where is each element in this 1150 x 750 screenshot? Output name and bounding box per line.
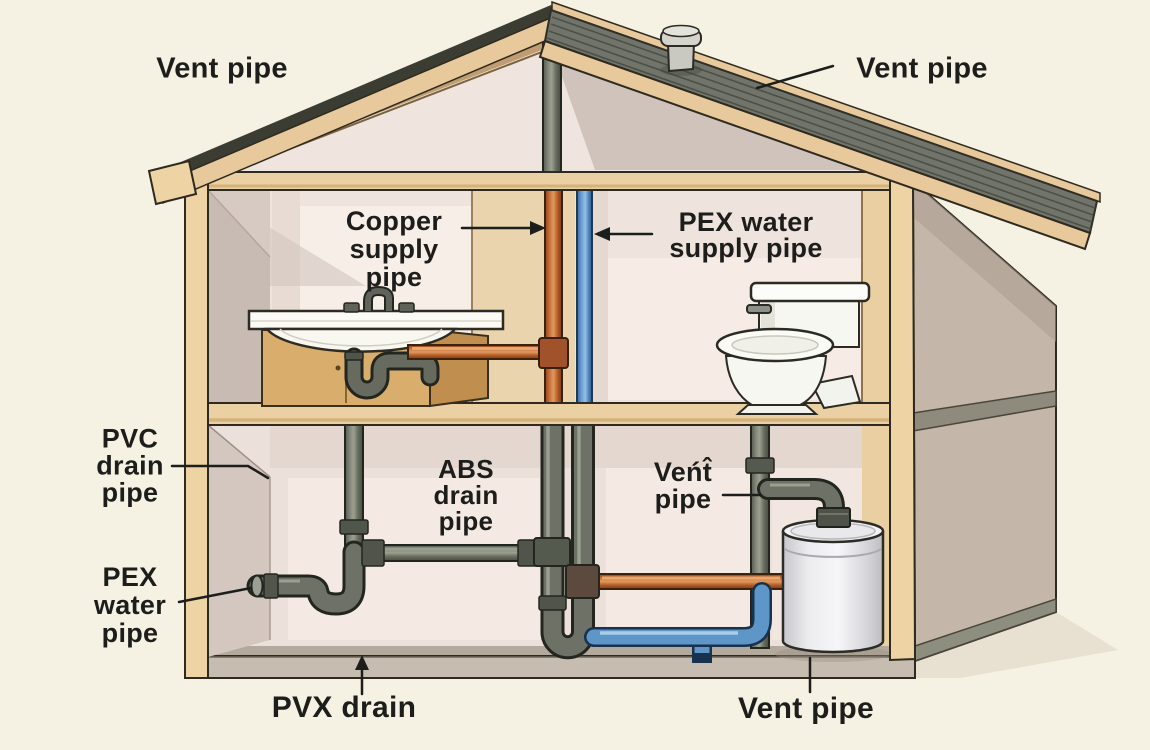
- leader-vent-top-right: [755, 64, 835, 90]
- label-pvx-drain: PVX drain: [271, 691, 417, 724]
- label-pex-water-supply-pipe: PEX water supply pipe: [669, 207, 823, 263]
- flush-lever: [746, 304, 772, 314]
- leader-pvc: [170, 464, 270, 480]
- right-fascia: [538, 39, 1092, 251]
- pvx-arrowhead: [355, 655, 369, 670]
- pvc-drain-vertical: [344, 402, 364, 561]
- toilet: [715, 281, 871, 415]
- open-pipe-end: [250, 574, 264, 598]
- roof-vent-cap: [660, 24, 702, 76]
- label-vent-pipe-bottom: Vent pipe: [737, 692, 875, 725]
- left-roof-edge: [155, 5, 555, 184]
- sink-counter: [247, 309, 505, 331]
- bathroom-sink: [247, 285, 505, 408]
- label-vent-pipe-middle: Veńt̂ pipe: [653, 457, 713, 514]
- copper-tee: [538, 337, 569, 369]
- toilet-base: [735, 404, 819, 415]
- copper-branch: [407, 337, 569, 369]
- flue-collar: [816, 507, 851, 528]
- annotations: [170, 64, 835, 696]
- left-stud: [184, 176, 209, 679]
- wall-studs: [184, 172, 917, 679]
- copper-supply-pipe: [544, 171, 563, 426]
- label-vent-pipe-top-left: Vent pipe: [156, 52, 288, 85]
- toilet-outlet: [810, 374, 862, 410]
- side-wall: [911, 178, 1057, 663]
- right-stud: [889, 172, 917, 662]
- leader-pex-water: [177, 586, 253, 604]
- label-pex-water-pipe: PEX water pipe: [93, 562, 167, 648]
- label-abs-drain-pipe: ABS drain pipe: [433, 454, 499, 536]
- label-vent-pipe-top-right: Vent pipe: [856, 52, 988, 85]
- label-copper-supply-pipe: Copper supply pipe: [345, 206, 443, 292]
- copper-arrowhead: [530, 221, 546, 235]
- toilet-tank-lid: [749, 281, 871, 303]
- left-eave-block: [147, 159, 198, 206]
- basement-left-wall: [208, 425, 270, 657]
- pex-arrowhead: [594, 227, 610, 241]
- water-heater: [757, 478, 891, 662]
- horizontal-drain-pipe: [365, 544, 541, 562]
- pex-supply-pipe: [576, 171, 593, 426]
- label-pvc-drain-pipe: PVC drain pipe: [96, 423, 164, 508]
